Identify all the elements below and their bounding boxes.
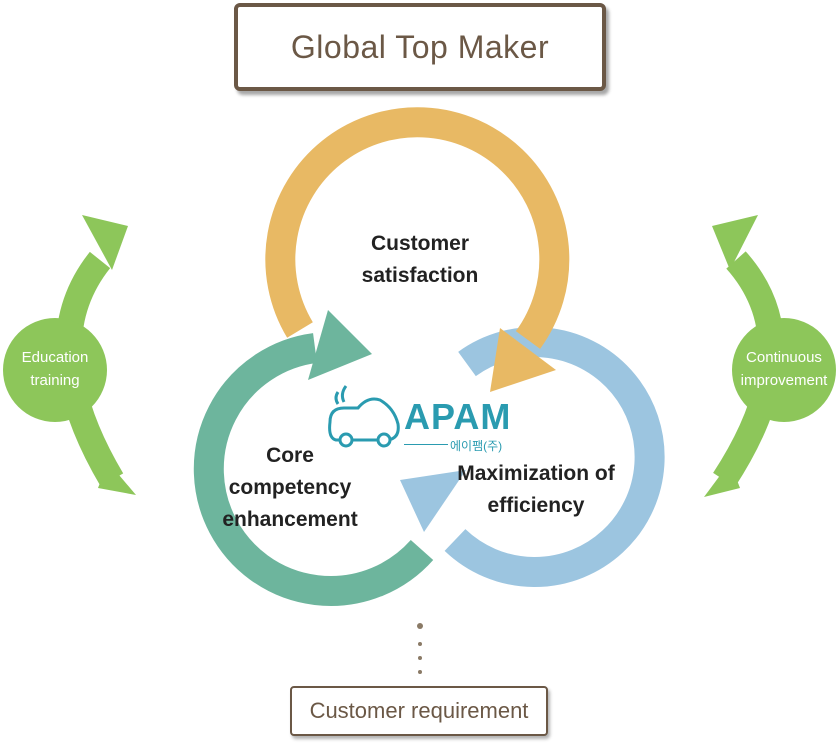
label-education-training: Education training (5, 346, 105, 392)
left-green-arrow (3, 215, 136, 495)
label-line: Core (266, 444, 314, 467)
label-maximization-efficiency: Maximization of efficiency (436, 458, 636, 522)
label-customer-satisfaction: Customer satisfaction (330, 228, 510, 292)
logo-text: APAM (404, 396, 512, 437)
label-line: enhancement (222, 508, 358, 531)
label-core-competency: Core competency enhancement (200, 440, 380, 536)
teal-cycle-arrow (193, 310, 434, 606)
label-line: improvement (740, 372, 828, 389)
label-line: Maximization of (457, 462, 615, 485)
label-line: Education (21, 349, 89, 366)
title-box: Global Top Maker (234, 3, 606, 91)
label-line: Customer (370, 232, 470, 255)
page-title: Global Top Maker (290, 28, 550, 65)
car-icon (328, 385, 400, 448)
label-line: efficiency (487, 494, 585, 517)
label-line: competency (228, 476, 352, 499)
label-line: satisfaction (361, 264, 479, 287)
logo-subtitle: 에이팸(주) (450, 439, 503, 453)
logo-underline (404, 444, 448, 445)
customer-requirement-label: Customer requirement (309, 698, 529, 723)
right-green-arrow (704, 215, 836, 497)
label-line: Continuous (746, 349, 822, 366)
dotted-connector (417, 623, 423, 674)
customer-requirement-box: Customer requirement (290, 686, 548, 736)
yellow-cycle-arrow (265, 107, 570, 392)
label-continuous-improvement: Continuous improvement (726, 346, 840, 392)
label-line: training (30, 372, 80, 389)
